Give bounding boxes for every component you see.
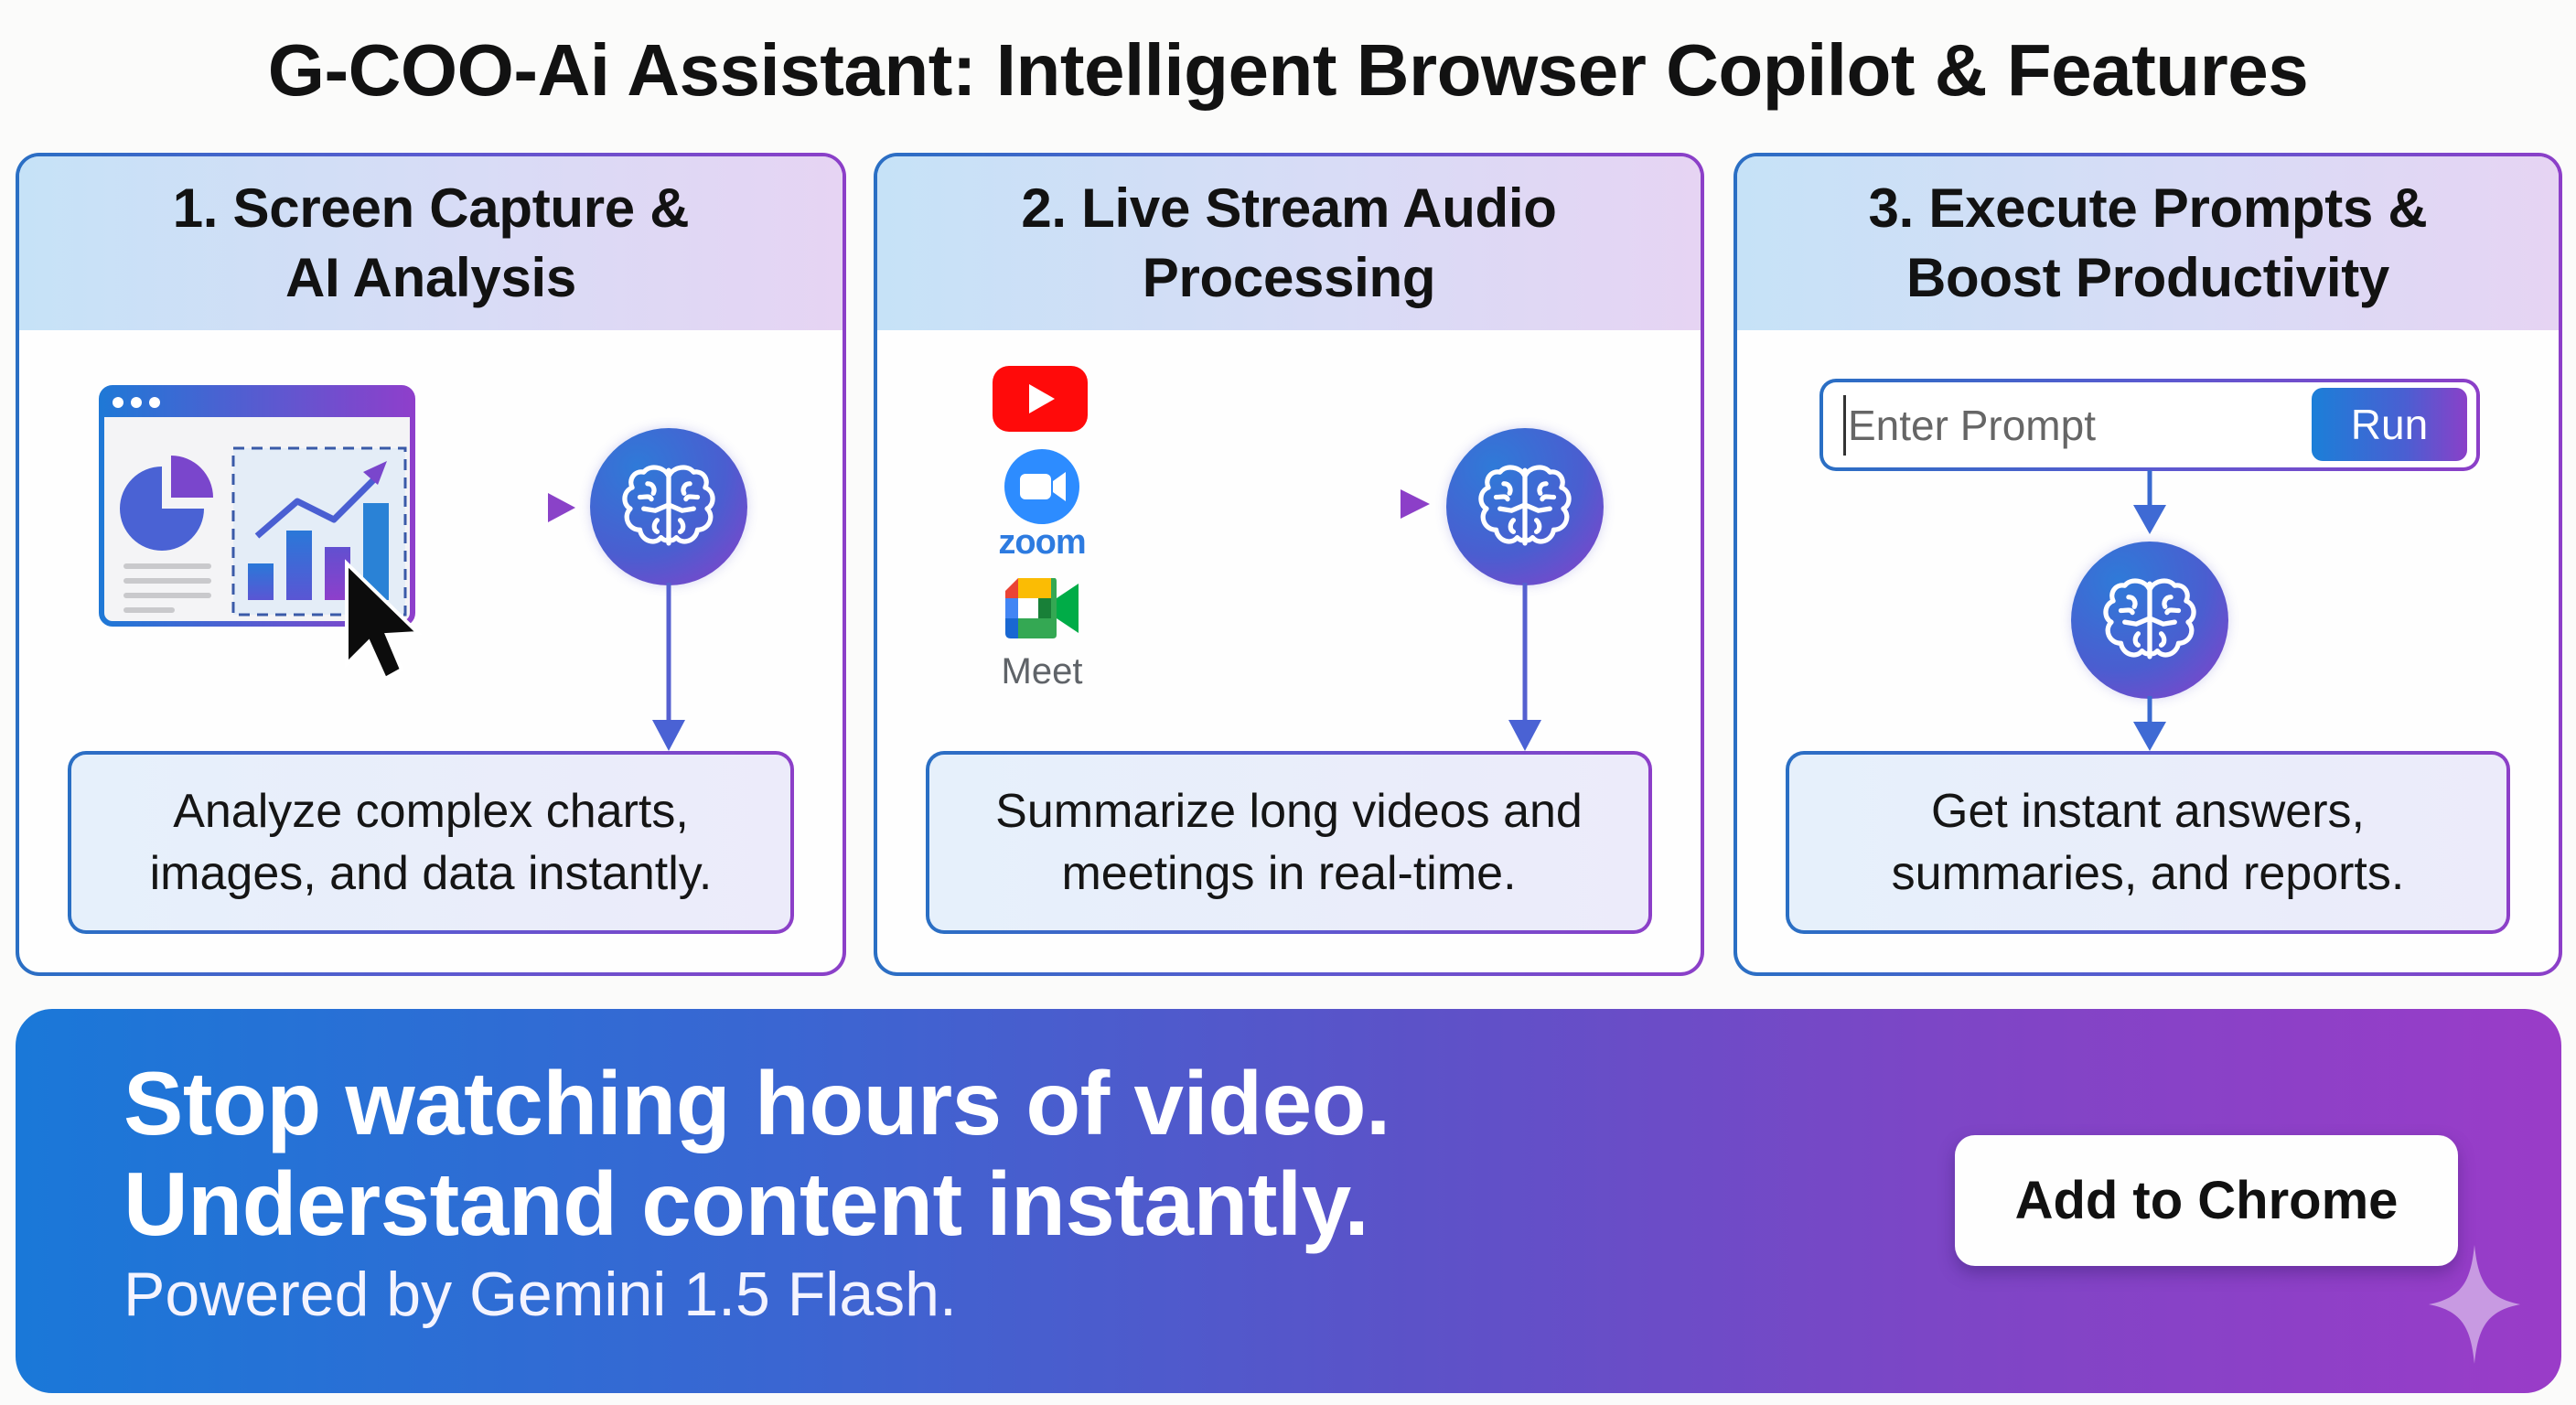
feature-text-line2: images, and data instantly.	[149, 847, 713, 900]
card-title: 1. Screen Capture & AI Analysis	[173, 174, 690, 313]
youtube-icon	[993, 366, 1088, 432]
browser-window-icon	[99, 385, 423, 681]
audio-waveform-icon	[1124, 434, 1430, 574]
card-header: 3. Execute Prompts & Boost Productivity	[1737, 156, 2559, 330]
prompt-bar: Run	[1819, 379, 2480, 471]
mouse-cursor-icon	[345, 559, 423, 681]
card-title-line1: 2. Live Stream Audio	[1021, 177, 1557, 239]
add-to-chrome-button[interactable]: Add to Chrome	[1955, 1135, 2458, 1266]
feature-text: Summarize long videos and meetings in re…	[995, 780, 1583, 905]
brain-icon	[2071, 542, 2228, 699]
meet-label: Meet	[1001, 651, 1083, 692]
pie-chart-icon	[120, 467, 204, 551]
card-title-line2: Processing	[1142, 247, 1436, 308]
banner-subtitle: Powered by Gemini 1.5 Flash.	[123, 1260, 957, 1329]
arrow-down-icon	[2133, 696, 2166, 751]
feature-text-line2: summaries, and reports.	[1891, 847, 2405, 900]
banner-headline-line1: Stop watching hours of video.	[123, 1053, 1390, 1153]
arrow-right-icon	[1401, 489, 1430, 519]
zoom-label: zoom	[998, 523, 1086, 562]
zoom-icon	[1004, 449, 1079, 524]
card-header: 1. Screen Capture & AI Analysis	[19, 156, 843, 330]
feature-text-line1: Summarize long videos and	[995, 785, 1583, 838]
sparkle-icon	[2429, 1245, 2520, 1364]
brain-icon	[1446, 428, 1604, 585]
feature-text: Get instant answers, summaries, and repo…	[1892, 780, 2405, 905]
feature-card-screen-capture: 1. Screen Capture & AI Analysis	[16, 153, 846, 976]
card-title-line1: 3. Execute Prompts &	[1868, 177, 2428, 239]
meet-icon	[1005, 578, 1079, 638]
arrow-right-icon	[436, 493, 575, 522]
card-header: 2. Live Stream Audio Processing	[877, 156, 1701, 330]
brain-icon	[590, 428, 747, 585]
card-title: 2. Live Stream Audio Processing	[1021, 174, 1557, 313]
trend-arrow-icon	[254, 473, 381, 539]
feature-text-line2: meetings in real-time.	[1061, 847, 1517, 900]
feature-box: Analyze complex charts, images, and data…	[68, 751, 794, 934]
run-button[interactable]: Run	[2312, 388, 2467, 461]
card-title-line1: 1. Screen Capture &	[172, 177, 690, 239]
feature-text-line1: Get instant answers,	[1931, 785, 2365, 838]
card-title-line2: AI Analysis	[285, 247, 576, 308]
prompt-input[interactable]	[1843, 395, 2282, 456]
feature-text: Analyze complex charts, images, and data…	[150, 780, 713, 905]
feature-box: Summarize long videos and meetings in re…	[926, 751, 1652, 934]
page-title: G-COO-Ai Assistant: Intelligent Browser …	[267, 29, 2309, 111]
feature-card-execute-prompts: 3. Execute Prompts & Boost Productivity …	[1733, 153, 2562, 976]
banner-headline-line2: Understand content instantly.	[123, 1153, 1369, 1254]
arrow-down-icon	[652, 583, 685, 751]
arrow-down-icon	[2133, 470, 2166, 534]
arrow-down-icon	[1508, 583, 1541, 751]
card-title: 3. Execute Prompts & Boost Productivity	[1869, 174, 2428, 313]
feature-card-live-stream-audio: 2. Live Stream Audio Processing zoom	[874, 153, 1704, 976]
cta-banner: Stop watching hours of video. Understand…	[16, 1009, 2561, 1393]
bar-chart-icon	[248, 563, 274, 600]
feature-box: Get instant answers, summaries, and repo…	[1786, 751, 2510, 934]
feature-text-line1: Analyze complex charts,	[173, 785, 689, 838]
card-title-line2: Boost Productivity	[1906, 247, 2389, 308]
